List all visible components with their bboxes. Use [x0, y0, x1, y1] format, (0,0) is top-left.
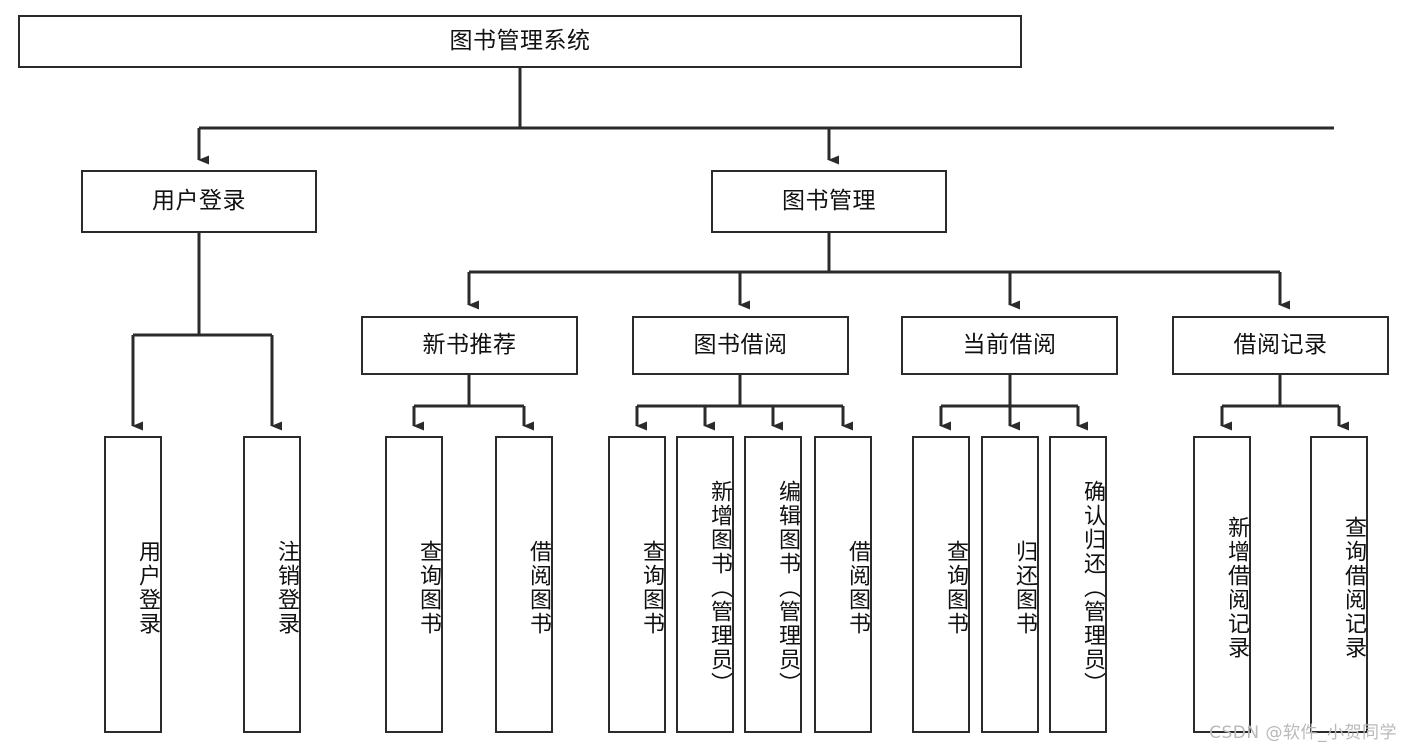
leaf-label: 查询借阅记录	[1341, 515, 1366, 660]
leaf-label: 归还图书	[1012, 539, 1037, 636]
leaf-label: 查询图书	[416, 539, 441, 636]
leaf-add-book-admin[interactable]: 新增图书（管理员）	[676, 436, 734, 733]
leaf-query-book-recommend[interactable]: 查询图书	[385, 436, 443, 733]
watermark-text: CSDN @软件_小贺同学	[1209, 723, 1397, 743]
node-current-borrow[interactable]: 当前借阅	[901, 316, 1118, 375]
leaf-label: 编辑图书（管理员）	[775, 479, 800, 696]
leaf-label: 查询图书	[639, 539, 664, 636]
leaf-label: 借阅图书	[845, 539, 870, 636]
leaf-borrow-book-recommend[interactable]: 借阅图书	[495, 436, 553, 733]
leaf-label: 注销登录	[274, 539, 299, 636]
leaf-confirm-return-admin[interactable]: 确认归还（管理员）	[1049, 436, 1107, 733]
leaf-return-book[interactable]: 归还图书	[981, 436, 1039, 733]
node-book-borrow[interactable]: 图书借阅	[632, 316, 849, 375]
leaf-query-borrow-record[interactable]: 查询借阅记录	[1310, 436, 1368, 733]
node-book-management[interactable]: 图书管理	[711, 170, 947, 233]
leaf-label: 新增借阅记录	[1224, 515, 1249, 660]
node-new-book-recommend[interactable]: 新书推荐	[361, 316, 578, 375]
leaf-label: 确认归还（管理员）	[1080, 479, 1105, 696]
leaf-edit-book-admin[interactable]: 编辑图书（管理员）	[744, 436, 802, 733]
leaf-borrow-book[interactable]: 借阅图书	[814, 436, 872, 733]
leaf-logout-login[interactable]: 注销登录	[243, 436, 301, 733]
leaf-query-book-borrow[interactable]: 查询图书	[608, 436, 666, 733]
leaf-query-book-current[interactable]: 查询图书	[912, 436, 970, 733]
leaf-label: 用户登录	[135, 539, 160, 636]
leaf-label: 借阅图书	[526, 539, 551, 636]
leaf-user-login[interactable]: 用户登录	[104, 436, 162, 733]
leaf-label: 新增图书（管理员）	[707, 479, 732, 696]
leaf-label: 查询图书	[943, 539, 968, 636]
node-user-login[interactable]: 用户登录	[81, 170, 317, 233]
node-borrow-record[interactable]: 借阅记录	[1172, 316, 1389, 375]
leaf-add-borrow-record[interactable]: 新增借阅记录	[1193, 436, 1251, 733]
node-root-system[interactable]: 图书管理系统	[18, 15, 1022, 68]
